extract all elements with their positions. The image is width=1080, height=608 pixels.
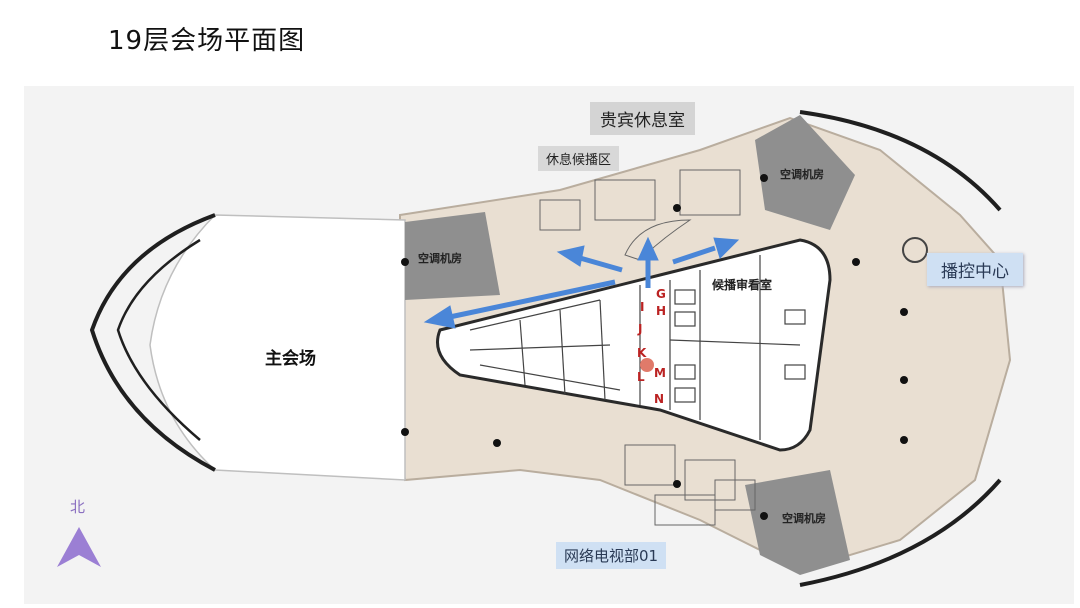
north-arrow [57,527,101,567]
label-review-room: 候播审看室 [712,278,773,292]
broadcast-round-table [902,237,928,263]
elevator-letter-g: G [656,287,666,301]
right-facade [799,110,1002,212]
label-vip-lounge: 贵宾休息室 [590,102,695,135]
label-ac-room-left: 空调机房 [418,252,462,265]
compass-north-label: 北 [70,498,86,516]
ac-room-bottom [745,470,850,575]
label-ac-room-top: 空调机房 [780,168,824,181]
elevator-letter-k: K [637,346,647,360]
label-waiting-area: 休息候播区 [538,146,620,171]
ac-room-top [755,115,855,230]
elevator-letter-i: I [640,300,645,314]
elevator-letter-m: M [654,366,666,380]
left-facade [89,213,216,472]
label-main-hall: 主会场 [265,349,316,369]
elevator-letter-n: N [654,392,665,406]
left-facade-inner [116,238,201,441]
ac-room-left [405,212,500,300]
core-partitions [469,255,806,440]
label-network-tv: 网络电视部01 [556,542,667,569]
main-hall-wing [149,214,406,481]
page-title: 19层会场平面图 [108,26,306,56]
label-ac-room-bottom: 空调机房 [782,512,826,525]
columns [401,174,908,520]
right-facade-bottom [799,478,1002,587]
elevator-letter-j: J [638,322,643,336]
label-broadcast-center: 播控中心 [927,253,1023,286]
red-marker [640,358,654,372]
elevator-letter-l: L [637,370,645,384]
network-tv-desks [624,444,756,526]
elevator-letter-h: H [656,304,667,318]
core-block [436,238,832,452]
direction-arrows [423,236,740,329]
